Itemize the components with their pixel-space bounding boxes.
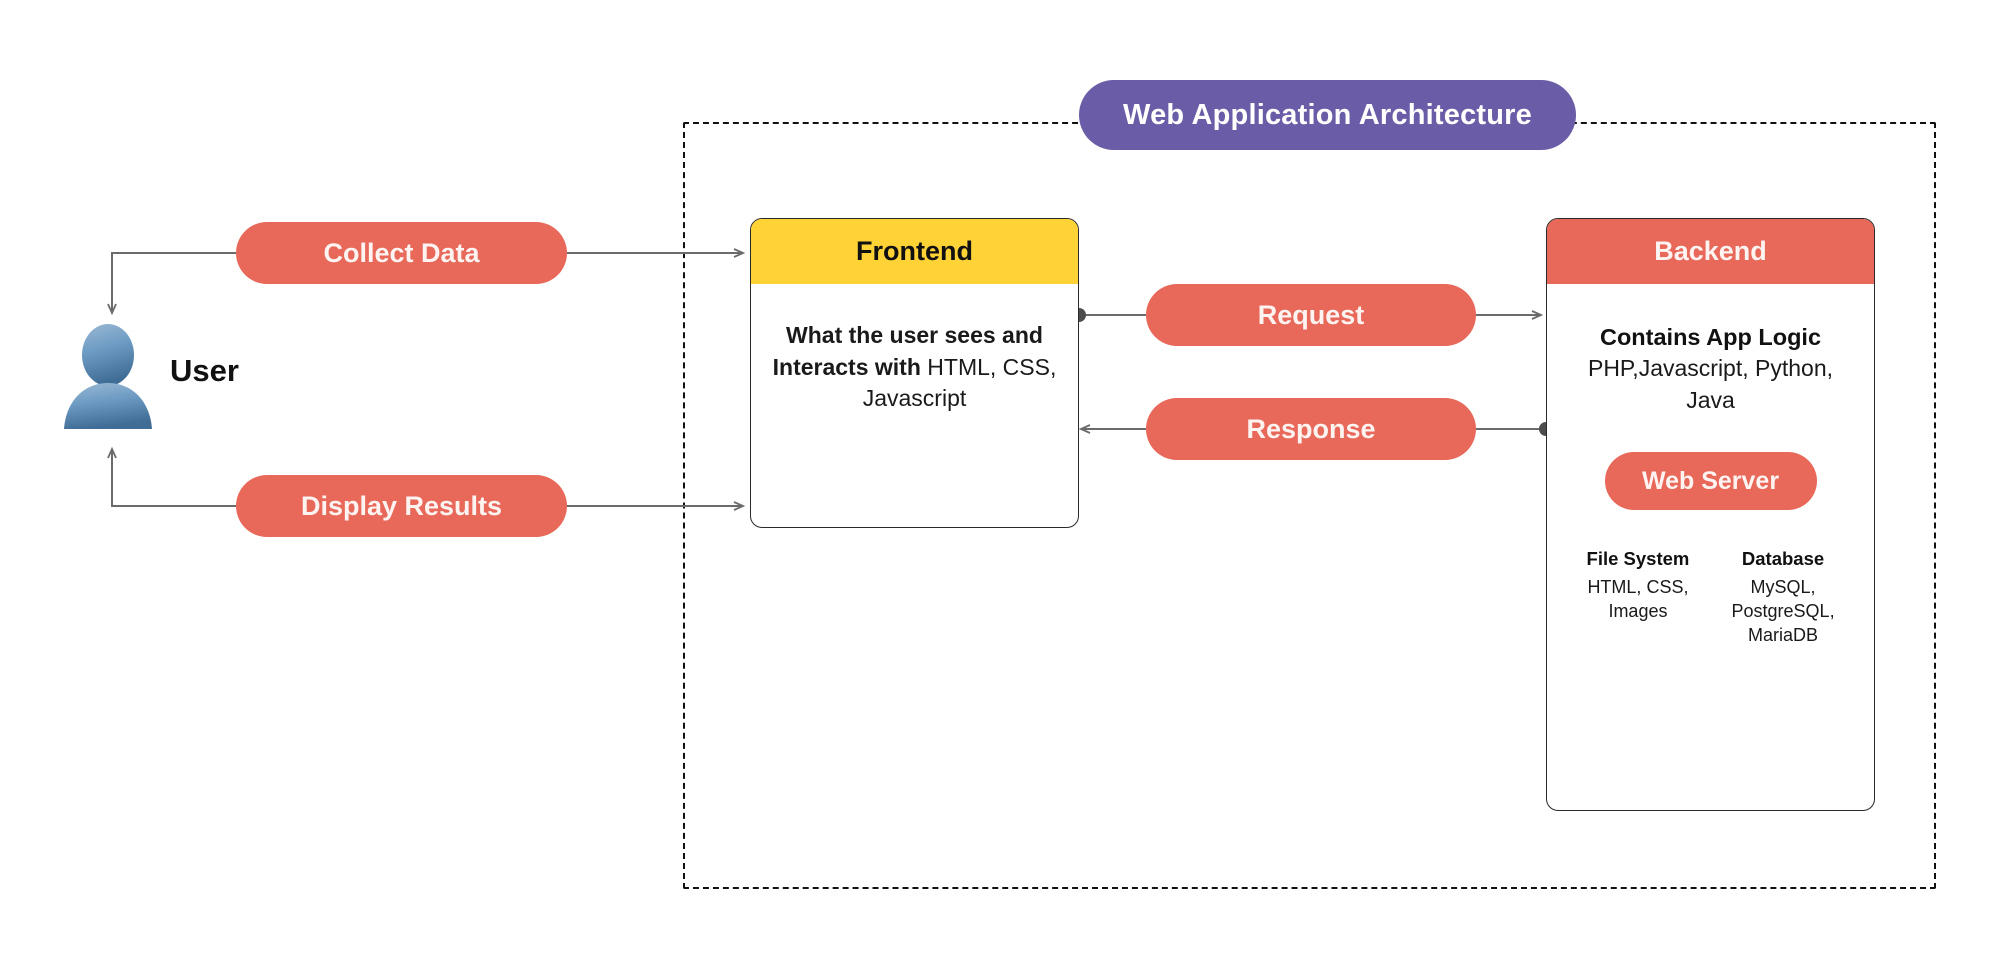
frontend-card-body: What the user sees and Interacts with HT… bbox=[751, 284, 1078, 425]
frontend-description: What the user sees and Interacts with HT… bbox=[765, 302, 1064, 415]
user-label: User bbox=[170, 353, 239, 388]
frontend-card-header: Frontend bbox=[751, 219, 1078, 284]
frontend-header-label: Frontend bbox=[856, 236, 973, 266]
frontend-card[interactable]: Frontend What the user sees and Interact… bbox=[750, 218, 1079, 528]
diagram-title-banner: Web Application Architecture bbox=[1079, 80, 1576, 150]
file-system-items: HTML, CSS, Images bbox=[1587, 577, 1689, 621]
backend-card-body: Contains App Logic PHP,Javascript, Pytho… bbox=[1547, 284, 1874, 657]
pill-collect-data-label: Collect Data bbox=[323, 237, 480, 268]
database-title: Database bbox=[1741, 548, 1825, 569]
pill-web-server-label: Web Server bbox=[1641, 466, 1780, 495]
pill-display-results[interactable]: Display Results bbox=[236, 475, 567, 537]
backend-card-header: Backend bbox=[1547, 219, 1874, 284]
frontend-description-regular: HTML, CSS, Javascript bbox=[862, 353, 1057, 412]
backend-column-database: Database MySQL, PostgreSQL, MariaDB bbox=[1716, 548, 1850, 647]
file-system-title: File System bbox=[1586, 548, 1690, 569]
backend-description-bold: Contains App Logic bbox=[1599, 324, 1822, 350]
pill-display-results-label: Display Results bbox=[300, 490, 503, 521]
backend-resources: File System HTML, CSS, Images Database M… bbox=[1561, 548, 1860, 647]
pill-request[interactable]: Request bbox=[1146, 284, 1476, 346]
backend-description-regular: PHP,Javascript, Python, Java bbox=[1587, 355, 1834, 413]
diagram-title-text: Web Application Architecture bbox=[1123, 98, 1532, 131]
backend-column-file-system: File System HTML, CSS, Images bbox=[1571, 548, 1705, 647]
pill-response-label: Response bbox=[1246, 413, 1376, 444]
pill-request-label: Request bbox=[1257, 299, 1365, 330]
user-avatar-icon bbox=[64, 324, 152, 429]
pill-web-server[interactable]: Web Server bbox=[1604, 452, 1817, 510]
pill-collect-data[interactable]: Collect Data bbox=[236, 222, 567, 284]
backend-card[interactable]: Backend Contains App Logic PHP,Javascrip… bbox=[1546, 218, 1875, 811]
pill-response[interactable]: Response bbox=[1146, 398, 1476, 460]
user-group: User bbox=[62, 325, 322, 435]
frontend-description-bold: What the user sees and Interacts with bbox=[772, 322, 1043, 380]
backend-header-label: Backend bbox=[1654, 236, 1767, 266]
database-items: MySQL, PostgreSQL, MariaDB bbox=[1731, 577, 1835, 645]
